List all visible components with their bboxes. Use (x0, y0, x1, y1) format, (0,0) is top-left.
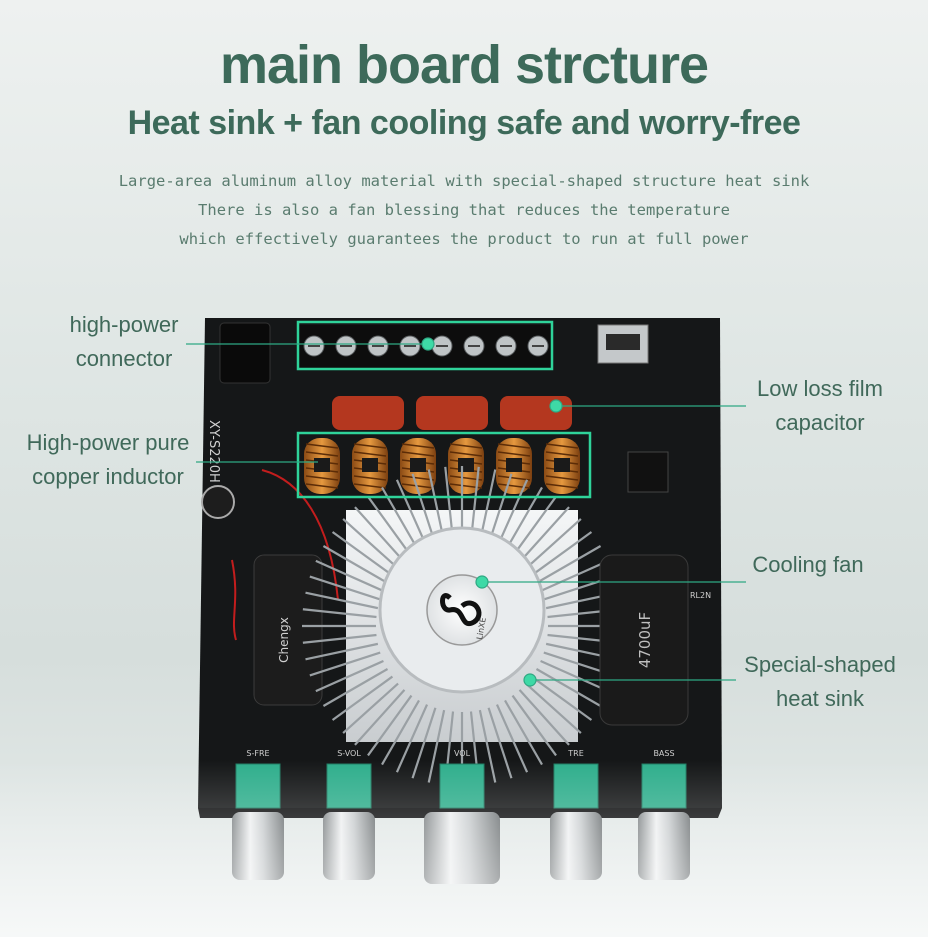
callout-capacitor-line1: Low loss film (757, 376, 883, 401)
inductor-highlight (296, 431, 592, 499)
copper-inductors (304, 438, 580, 494)
cap-right-label: 4700uF (636, 612, 654, 668)
callout-capacitor-line2: capacitor (775, 410, 865, 435)
cap-left-label: Chengx (277, 617, 291, 663)
highlight-boxes (296, 320, 592, 499)
callout-inductor-line1: High-power pure (26, 430, 190, 455)
description-line-1: Large-area aluminum alloy material with … (118, 172, 810, 190)
small-capacitor (201, 485, 235, 519)
fan-logo-icon (440, 593, 482, 627)
inductor-coil (352, 438, 388, 494)
ic-chip (627, 451, 669, 493)
fan-brand-label: LinXE (475, 617, 488, 641)
knob-label: S-VOL (337, 749, 361, 758)
knob-label: S-FRE (246, 749, 269, 758)
inductor-coil (496, 438, 532, 494)
callout-inductor-line2: copper inductor (32, 464, 184, 489)
callout-capacitor: Low loss film capacitor (745, 372, 895, 440)
inductor-coil (304, 438, 340, 494)
knob-label: VOL (454, 749, 471, 758)
knob-label: TRE (567, 749, 584, 758)
description-line-3: which effectively guarantees the product… (179, 230, 749, 248)
inductor-coil (448, 438, 484, 494)
callout-fan-line1: Cooling fan (752, 552, 864, 577)
callout-heatsink: Special-shaped heat sink (738, 648, 902, 716)
inductor-coil (544, 438, 580, 494)
electrolytic-capacitor-left (253, 554, 323, 706)
callout-fan: Cooling fan (748, 548, 868, 582)
callout-inductor: High-power pure copper inductor (22, 426, 194, 494)
page-subtitle: Heat sink + fan cooling safe and worry-f… (127, 104, 801, 142)
callout-connector-line1: high-power (69, 312, 179, 337)
callout-connector-line2: connector (75, 346, 173, 371)
chip-label: RL2N (690, 591, 711, 600)
dc-power-jack (219, 322, 271, 384)
callout-heatsink-line2: heat sink (775, 686, 865, 711)
connector-highlight (296, 320, 554, 371)
knob-label: BASS (653, 749, 674, 758)
electrolytic-capacitor-right (599, 554, 689, 726)
film-capacitors (332, 396, 572, 430)
callout-heatsink-line1: Special-shaped (744, 652, 896, 677)
description-line-2: There is also a fan blessing that reduce… (198, 201, 730, 219)
model-label: XY-S220H (206, 420, 221, 483)
cooling-fan: LinXE (378, 526, 546, 694)
page-title: main board strcture (219, 35, 709, 95)
inductor-coil (400, 438, 436, 494)
callout-connector: high-power connector (64, 308, 184, 376)
callout-lines (186, 337, 746, 687)
bottom-fade (0, 760, 928, 937)
